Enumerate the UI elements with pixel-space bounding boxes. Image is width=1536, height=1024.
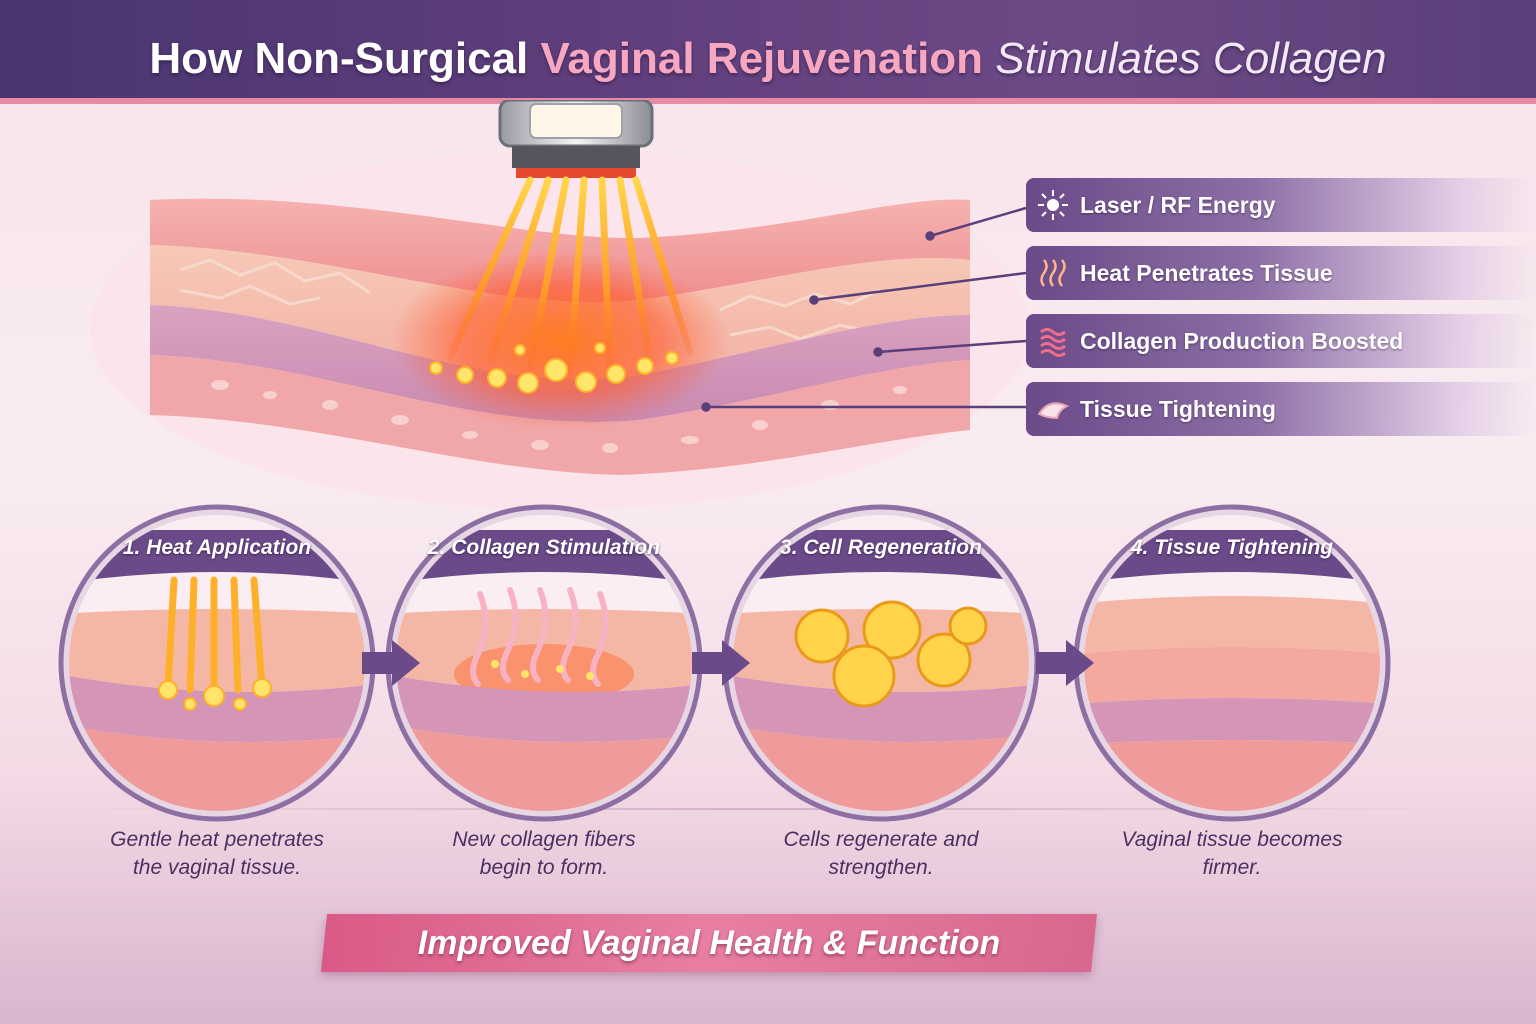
step-collagen-stimulation: 2. Collagen Stimulation xyxy=(385,504,703,822)
step-cell-regeneration: 3. Cell Regeneration xyxy=(722,504,1040,822)
callout-laser-rf-energy: Laser / RF Energy xyxy=(1026,178,1536,232)
result-banner: Improved Vaginal Health & Function xyxy=(417,923,1001,962)
callout-label: Tissue Tightening xyxy=(1080,395,1276,422)
step-1-illustration xyxy=(58,504,376,822)
caption-line: Cells regenerate and xyxy=(783,828,979,851)
step-title: 1. Heat Application xyxy=(122,536,312,559)
callout-collagen-production-boosted: Collagen Production Boosted xyxy=(1026,314,1536,368)
callout-label: Laser / RF Energy xyxy=(1080,191,1276,218)
caption-line: firmer. xyxy=(1202,856,1262,879)
step-title: 2. Collagen Stimulation xyxy=(427,536,661,559)
callout-label: Heat Penetrates Tissue xyxy=(1080,259,1333,286)
step-tissue-tightening: 4. Tissue Tightening xyxy=(1073,504,1391,822)
caption-line: strengthen. xyxy=(828,856,934,879)
step-title: 3. Cell Regeneration xyxy=(780,536,982,559)
caption-line: Vaginal tissue becomes xyxy=(1121,828,1343,851)
arrow-right-icon xyxy=(692,640,750,686)
step-2-caption: New collagen fibers begin to form. xyxy=(385,826,703,882)
caption-line: New collagen fibers xyxy=(452,828,636,851)
title-part-2: Vaginal Rejuvenation xyxy=(540,34,984,83)
caption-line: Gentle heat penetrates xyxy=(110,828,324,851)
collagen-fiber-icon xyxy=(1040,328,1066,357)
title-part-3: Stimulates Collagen xyxy=(983,34,1387,83)
sun-burst-icon xyxy=(1038,190,1068,220)
page-title: How Non-Surgical Vaginal Rejuvenation St… xyxy=(0,34,1536,84)
callout-heat-penetrates-tissue: Heat Penetrates Tissue xyxy=(1026,246,1536,300)
section-divider xyxy=(40,808,1480,810)
step-4-illustration xyxy=(1073,504,1391,822)
step-2-illustration xyxy=(385,504,703,822)
step-1-caption: Gentle heat penetrates the vaginal tissu… xyxy=(58,826,376,882)
header-bar: How Non-Surgical Vaginal Rejuvenation St… xyxy=(0,0,1536,104)
step-3-caption: Cells regenerate and strengthen. xyxy=(722,826,1040,882)
callout-label: Collagen Production Boosted xyxy=(1080,327,1404,354)
callout-tissue-tightening: Tissue Tightening xyxy=(1026,382,1536,436)
tissue-cross-section-illustration xyxy=(90,100,1030,510)
title-part-1: How Non-Surgical xyxy=(149,34,541,83)
caption-line: the vaginal tissue. xyxy=(132,856,302,879)
step-title: 4. Tissue Tightening xyxy=(1130,536,1334,559)
caption-line: begin to form. xyxy=(479,856,609,879)
step-4-caption: Vaginal tissue becomes firmer. xyxy=(1073,826,1391,882)
step-heat-application: 1. Heat Application xyxy=(58,504,376,822)
arrow-right-icon xyxy=(362,640,420,686)
heat-waves-icon xyxy=(1040,259,1066,287)
arrow-right-icon xyxy=(1036,640,1094,686)
tissue-fold-icon xyxy=(1037,402,1070,420)
